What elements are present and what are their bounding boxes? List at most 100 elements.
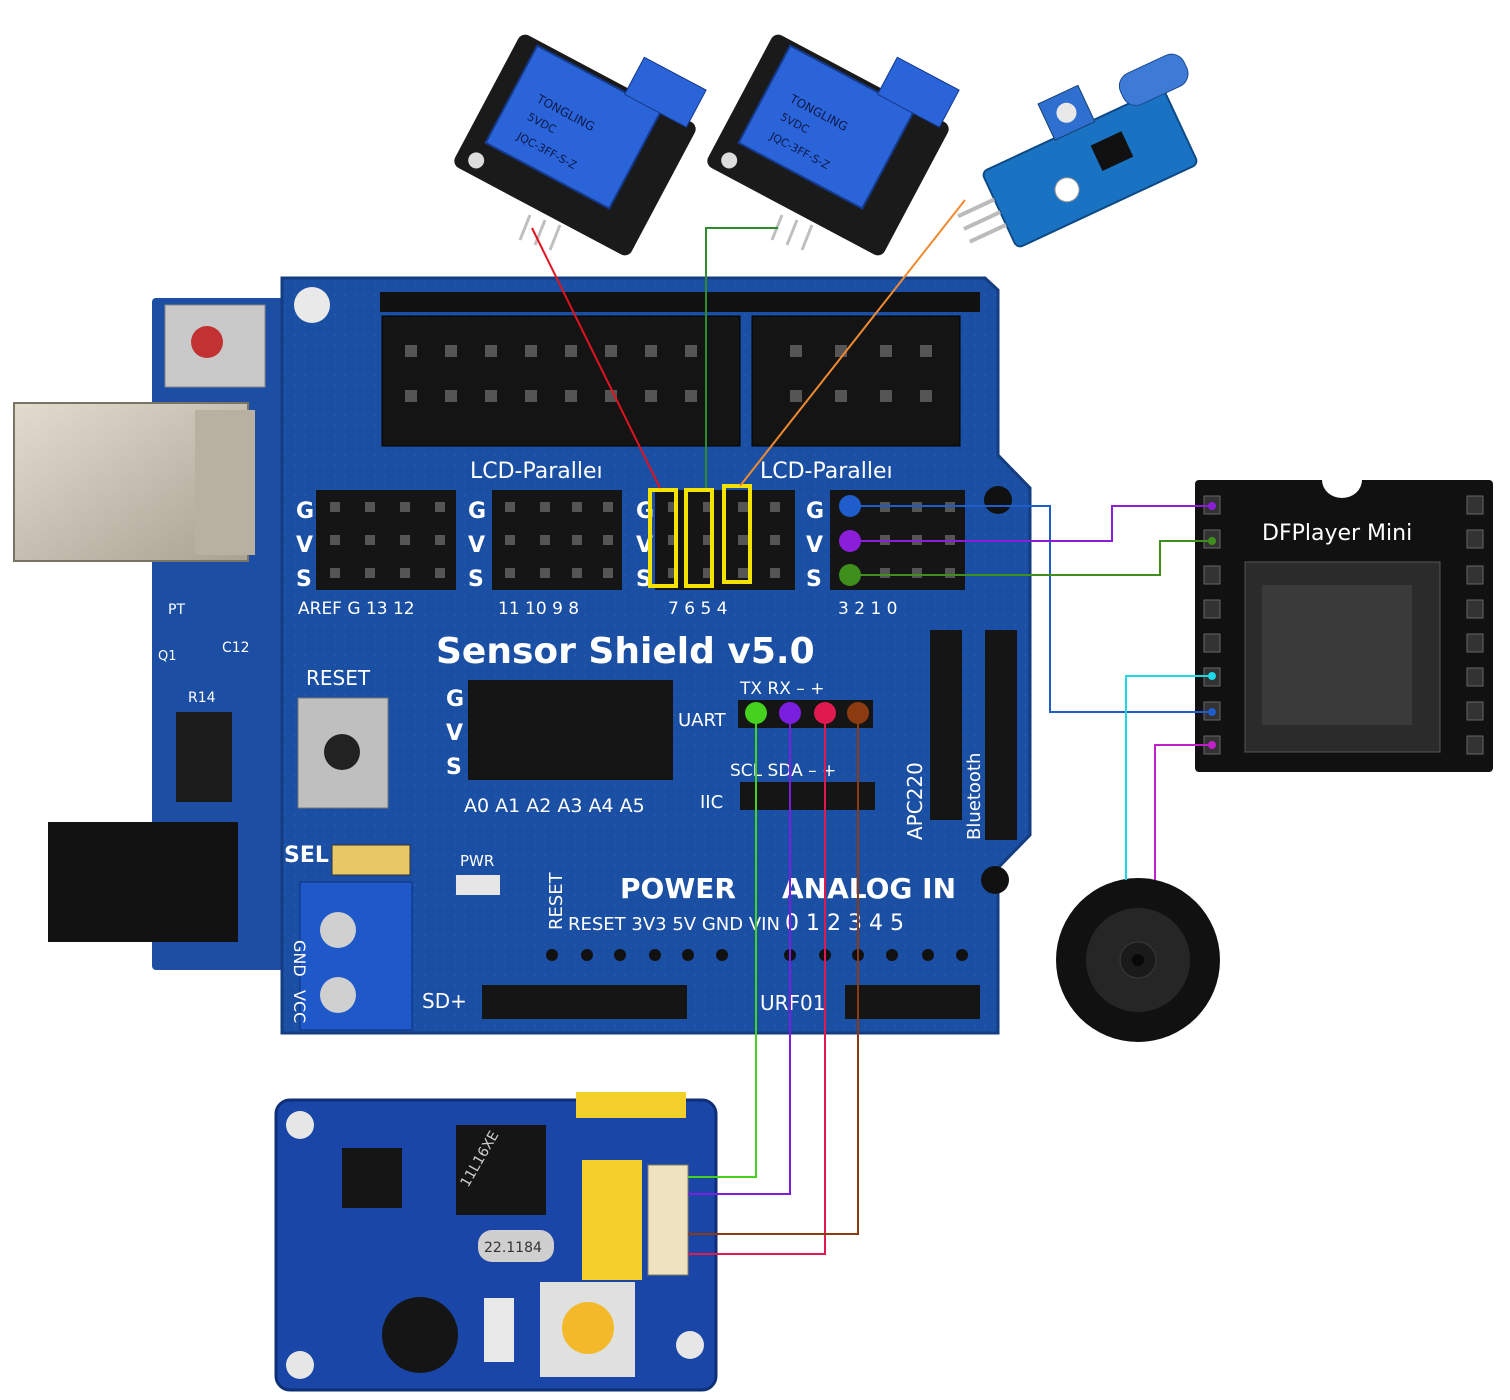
- pwr-label: PWR: [460, 852, 494, 870]
- urf-header: [845, 985, 980, 1019]
- mode-switch[interactable]: [484, 1298, 514, 1362]
- wire-relay1-pin7: [531, 227, 661, 489]
- urf-label: URF01: [760, 991, 826, 1015]
- gnd-label: GND: [290, 940, 309, 977]
- top-header-row: [380, 292, 980, 312]
- voice-chip-main: [456, 1125, 546, 1215]
- uart-pin-labels: TX RX – +: [739, 679, 824, 699]
- voice-chip-secondary: [342, 1148, 402, 1208]
- uno-q1-label: Q1: [158, 649, 177, 664]
- dfplayer-pins-right: [1466, 495, 1484, 755]
- voice-uart-connector: [647, 1164, 689, 1276]
- wire-gnd-dfplayer: [850, 505, 1212, 713]
- dfplayer-title: DFPlayer Mini: [1262, 521, 1412, 546]
- highlight-pin-7: [648, 488, 678, 588]
- shield-reset-button[interactable]: [324, 734, 360, 770]
- wire-uart-rx: [688, 713, 791, 1195]
- wire-relay2-pin6: [705, 227, 778, 488]
- lcd-parallel-connector-left: [381, 315, 741, 447]
- voice-recognition-module: 11L16XE 22.1184: [274, 1092, 718, 1392]
- gvs-v-label: V: [468, 533, 485, 558]
- shield-title: Sensor Shield v5.0: [436, 631, 815, 672]
- wire-vcc-dfplayer: [850, 505, 1212, 542]
- iic-pin-labels: SCL SDA – +: [730, 761, 836, 781]
- uno-reset-button[interactable]: [191, 326, 223, 358]
- shield-pin-marker-purple: [839, 530, 861, 552]
- voice-top-header: [576, 1092, 686, 1118]
- dfplayer-mini-module: DFPlayer Mini: [1195, 480, 1493, 772]
- analog-in-label: ANALOG IN: [782, 872, 956, 905]
- gvs-s-label: S: [636, 567, 652, 592]
- power-pin-labels: RESET 3V3 5V GND VIN: [568, 914, 780, 935]
- terminal-screw[interactable]: [320, 912, 356, 948]
- sd-label: SD+: [422, 989, 467, 1013]
- voice-user-button[interactable]: [562, 1302, 614, 1354]
- analog-gvs-header: [468, 680, 673, 780]
- relay-module-1: TONGLING 5VDC JQC-3FF-S-Z: [454, 34, 707, 256]
- vcc-label: VCC: [290, 990, 309, 1023]
- bluetooth-label: Bluetooth: [964, 753, 985, 840]
- gvs-s-label: S: [468, 567, 484, 592]
- wire-speaker-a: [1125, 675, 1212, 880]
- mount-hole: [981, 866, 1009, 894]
- pin-highlight-boxes: [648, 484, 752, 588]
- crystal-oscillator: [478, 1230, 554, 1262]
- lcd-parallel-connector-right: [751, 315, 961, 447]
- voltage-regulator: [176, 712, 232, 802]
- wires: [531, 199, 1212, 1255]
- gvs-s-label: S: [296, 567, 312, 592]
- power-reset-label: RESET: [546, 871, 567, 930]
- digital-pin-labels: 7 6 5 4: [668, 599, 727, 619]
- wire-uart-tx: [688, 713, 757, 1178]
- gvs-g-label: G: [806, 499, 824, 524]
- terminal-screw[interactable]: [320, 977, 356, 1013]
- uno-c12-label: C12: [222, 640, 250, 656]
- highlight-pin-6: [684, 488, 714, 588]
- screw-terminal: [299, 881, 413, 1031]
- lcd-parallel-label-right: LCD-Paralleı: [760, 459, 893, 484]
- uno-pt-label: PT: [168, 602, 185, 618]
- wire-sensor-pin5: [739, 199, 966, 487]
- gvs-v-label: V: [446, 721, 463, 746]
- highlight-pin-5: [722, 484, 752, 584]
- digital-pin-labels: 3 2 1 0: [838, 599, 897, 619]
- voice-io-header: [582, 1160, 642, 1280]
- relay-pins: [518, 214, 814, 251]
- digital-pin-labels: 11 10 9 8: [498, 599, 579, 619]
- mount-hole: [294, 287, 330, 323]
- wire-speaker-b: [1154, 744, 1212, 880]
- arduino-uno-board: PT C12 R14 Q1: [13, 298, 302, 970]
- reset-label: RESET: [306, 666, 371, 690]
- sensor-shield-board: LCD-Paralleı LCD-Paralleı G V: [280, 276, 1032, 1035]
- sel-label: SEL: [284, 843, 329, 868]
- iic-header: [740, 782, 875, 810]
- lcd-parallel-label-left: LCD-Paralleı: [470, 459, 603, 484]
- sel-jumper[interactable]: [331, 844, 411, 876]
- digital-pin-labels: AREF G 13 12: [298, 599, 415, 619]
- power-label: POWER: [620, 872, 736, 905]
- gvs-v-label: V: [296, 533, 313, 558]
- relay-module-2: TONGLING 5VDC JQC-3FF-S-Z: [707, 34, 960, 256]
- crystal-label: 22.1184: [484, 1240, 542, 1256]
- wire-uart-vcc: [688, 713, 859, 1235]
- shield-pin-marker-green: [839, 564, 861, 586]
- mount-hole: [984, 486, 1012, 514]
- gvs-s-label: S: [446, 755, 462, 780]
- pwr-led: [456, 875, 500, 895]
- iic-label: IIC: [700, 792, 723, 813]
- uart-label: UART: [678, 710, 727, 731]
- wire-rx-dfplayer: [850, 540, 1212, 576]
- dc-power-jack: [48, 822, 238, 942]
- microphone: [382, 1297, 458, 1373]
- vibration-sensor-module: [957, 53, 1198, 248]
- speaker: [1056, 878, 1220, 1042]
- analog-number-labels: 0 1 2 3 4 5: [785, 911, 904, 936]
- sd-header: [482, 985, 687, 1019]
- wire-uart-gnd: [688, 713, 826, 1255]
- uno-r14-label: R14: [188, 690, 216, 706]
- wire-markers: [839, 495, 1216, 749]
- bluetooth-header: [985, 630, 1017, 840]
- apc220-label: APC220: [903, 762, 927, 840]
- gvs-g-label: G: [296, 499, 314, 524]
